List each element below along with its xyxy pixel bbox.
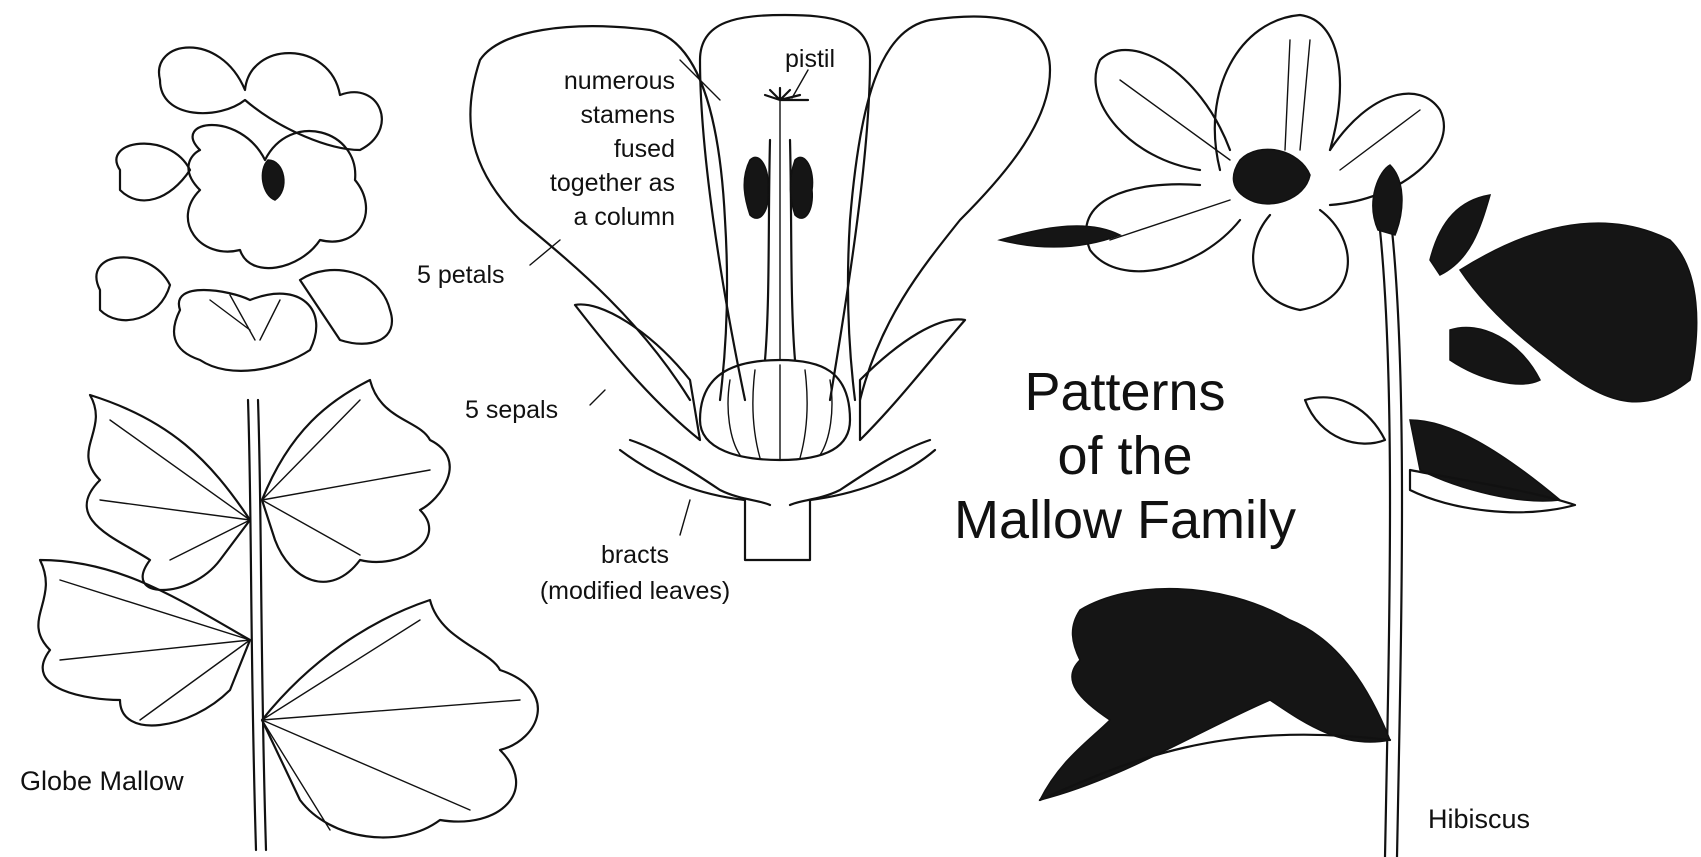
title-line-1: Patterns: [905, 360, 1345, 424]
label-stamens-line-2: stamens: [500, 100, 675, 130]
label-pistil: pistil: [785, 44, 835, 74]
label-stamens-line-5: a column: [500, 202, 675, 232]
hibiscus-lower-leaf: [1040, 589, 1390, 800]
label-hibiscus: Hibiscus: [1428, 804, 1530, 834]
label-bracts-line-2: (modified leaves): [505, 576, 765, 606]
label-stamens-line-4: together as: [500, 168, 675, 198]
label-sepals: 5 sepals: [465, 395, 558, 425]
label-stamens-line-1: numerous: [500, 66, 675, 96]
label-stamens-line-3: fused: [500, 134, 675, 164]
label-globe-mallow: Globe Mallow: [20, 766, 184, 796]
label-bracts-line-1: bracts: [505, 540, 765, 570]
diagram-title: Patterns of the Mallow Family: [905, 360, 1345, 552]
label-petals: 5 petals: [417, 260, 505, 290]
title-line-3: Mallow Family: [905, 488, 1345, 552]
hibiscus-flower: [1000, 15, 1444, 310]
title-line-2: of the: [905, 424, 1345, 488]
